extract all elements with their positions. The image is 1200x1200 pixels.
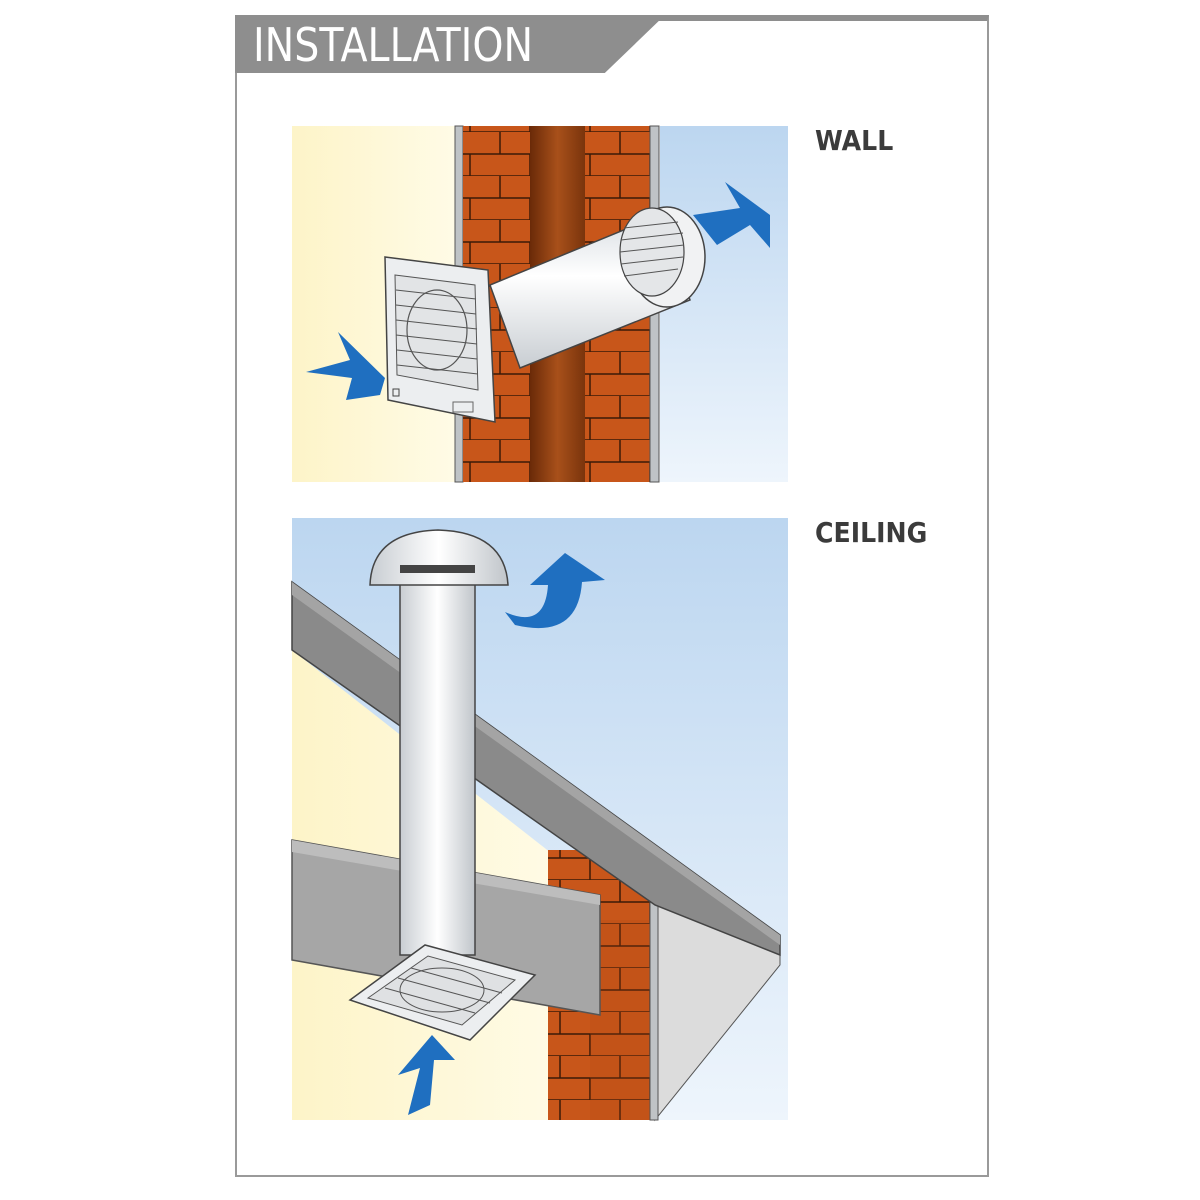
airflow-in-arrow — [398, 1035, 455, 1115]
page-title: INSTALLATION — [253, 18, 534, 72]
ceiling-illustration — [291, 518, 788, 1122]
airflow-in-arrow — [306, 332, 385, 400]
ceiling-label: CEILING — [815, 516, 928, 549]
airflow-out-arrow — [693, 182, 770, 248]
wall-illustration — [292, 125, 788, 483]
header-tab — [235, 15, 665, 73]
airflow-out-arrow — [505, 553, 605, 629]
wall-label: WALL — [815, 124, 894, 157]
